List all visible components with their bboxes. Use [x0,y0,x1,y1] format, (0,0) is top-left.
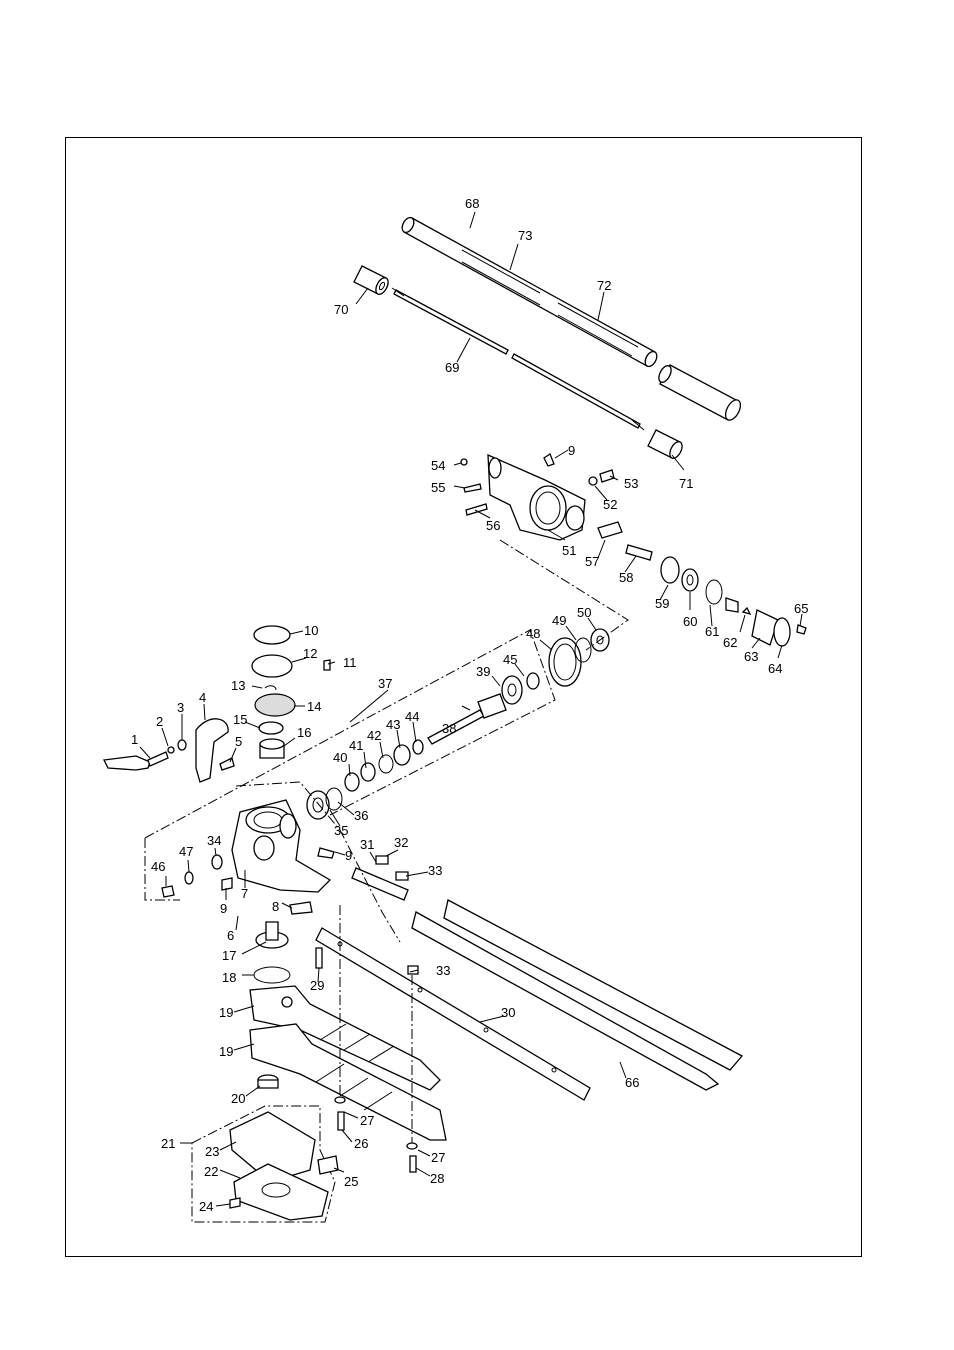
label-8: 8 [272,899,279,914]
label-47: 47 [179,844,193,859]
label-23: 23 [205,1144,219,1159]
label-46: 46 [151,859,165,874]
label-37: 37 [378,676,392,691]
label-57: 57 [585,554,599,569]
label-53: 53 [624,476,638,491]
label-15: 15 [233,712,247,727]
label-70: 70 [334,302,348,317]
label-26: 26 [354,1136,368,1151]
label-2: 2 [156,714,163,729]
label-38: 38 [442,721,456,736]
label-9b: 9 [345,848,352,863]
bearings-48-50 [549,629,609,686]
label-13: 13 [231,678,245,693]
label-40: 40 [333,750,347,765]
label-43: 43 [386,717,400,732]
label-63: 63 [744,649,758,664]
label-39: 39 [476,664,490,679]
label-21: 21 [161,1136,175,1151]
label-69: 69 [445,360,459,375]
label-20: 20 [231,1091,245,1106]
label-14: 14 [307,699,321,714]
label-68: 68 [465,196,479,211]
label-22: 22 [204,1164,218,1179]
label-1: 1 [131,732,138,747]
label-42: 42 [367,728,381,743]
label-4: 4 [199,690,206,705]
label-36: 36 [354,808,368,823]
label-35: 35 [334,823,348,838]
label-48: 48 [526,626,540,641]
label-9c: 9 [220,901,227,916]
bearing-35-36 [307,788,342,819]
label-58: 58 [619,570,633,585]
label-33: 33 [428,863,442,878]
cover-parts-10-16 [252,626,330,758]
washers-34-47 [162,855,232,897]
bracket-31-33 [352,856,408,900]
drive-shaft-69 [392,288,644,430]
label-16: 16 [297,725,311,740]
label-17: 17 [222,948,236,963]
label-44: 44 [405,709,419,724]
label-72: 72 [597,278,611,293]
label-56: 56 [486,518,500,533]
label-10: 10 [304,623,318,638]
label-25: 25 [344,1174,358,1189]
label-30: 30 [501,1005,515,1020]
label-50: 50 [577,605,591,620]
label-34: 34 [207,833,221,848]
label-59: 59 [655,596,669,611]
label-41: 41 [349,738,363,753]
label-54: 54 [431,458,445,473]
label-28: 28 [430,1171,444,1186]
label-66: 66 [625,1075,639,1090]
label-24: 24 [199,1199,213,1214]
label-7: 7 [241,886,248,901]
label-61: 61 [705,624,719,639]
label-19: 19 [219,1005,233,1020]
label-73: 73 [518,228,532,243]
label-9: 9 [568,443,575,458]
housing-51 [488,455,585,540]
part-labels: 1 2 3 4 5 6 7 8 9 9 9 10 11 12 13 14 15 … [131,196,808,1214]
label-51: 51 [562,543,576,558]
label-64: 64 [768,661,782,676]
label-32: 32 [394,835,408,850]
blades-19 [250,986,446,1140]
bearings-59-65 [661,557,806,646]
label-12: 12 [303,646,317,661]
label-65: 65 [794,601,808,616]
leader-lines [140,212,802,1206]
label-5: 5 [235,734,242,749]
label-71: 71 [679,476,693,491]
label-29: 29 [310,978,324,993]
handle-1-5 [104,719,234,782]
label-27b: 27 [431,1150,445,1165]
label-60: 60 [683,614,697,629]
label-11: 11 [343,655,357,670]
bushing-71 [648,430,685,460]
label-45: 45 [503,652,517,667]
label-49: 49 [552,613,566,628]
bushing-70 [354,266,391,296]
label-52: 52 [603,497,617,512]
crank-17-18 [254,922,322,983]
label-19b: 19 [219,1044,233,1059]
label-55: 55 [431,480,445,495]
label-62: 62 [723,635,737,650]
label-31: 31 [360,837,374,852]
label-18: 18 [222,970,236,985]
tube-section-right [656,364,743,423]
label-27: 27 [360,1113,374,1128]
label-33b: 33 [436,963,450,978]
label-6: 6 [227,928,234,943]
label-3: 3 [177,700,184,715]
blade-guard-66 [412,900,742,1090]
